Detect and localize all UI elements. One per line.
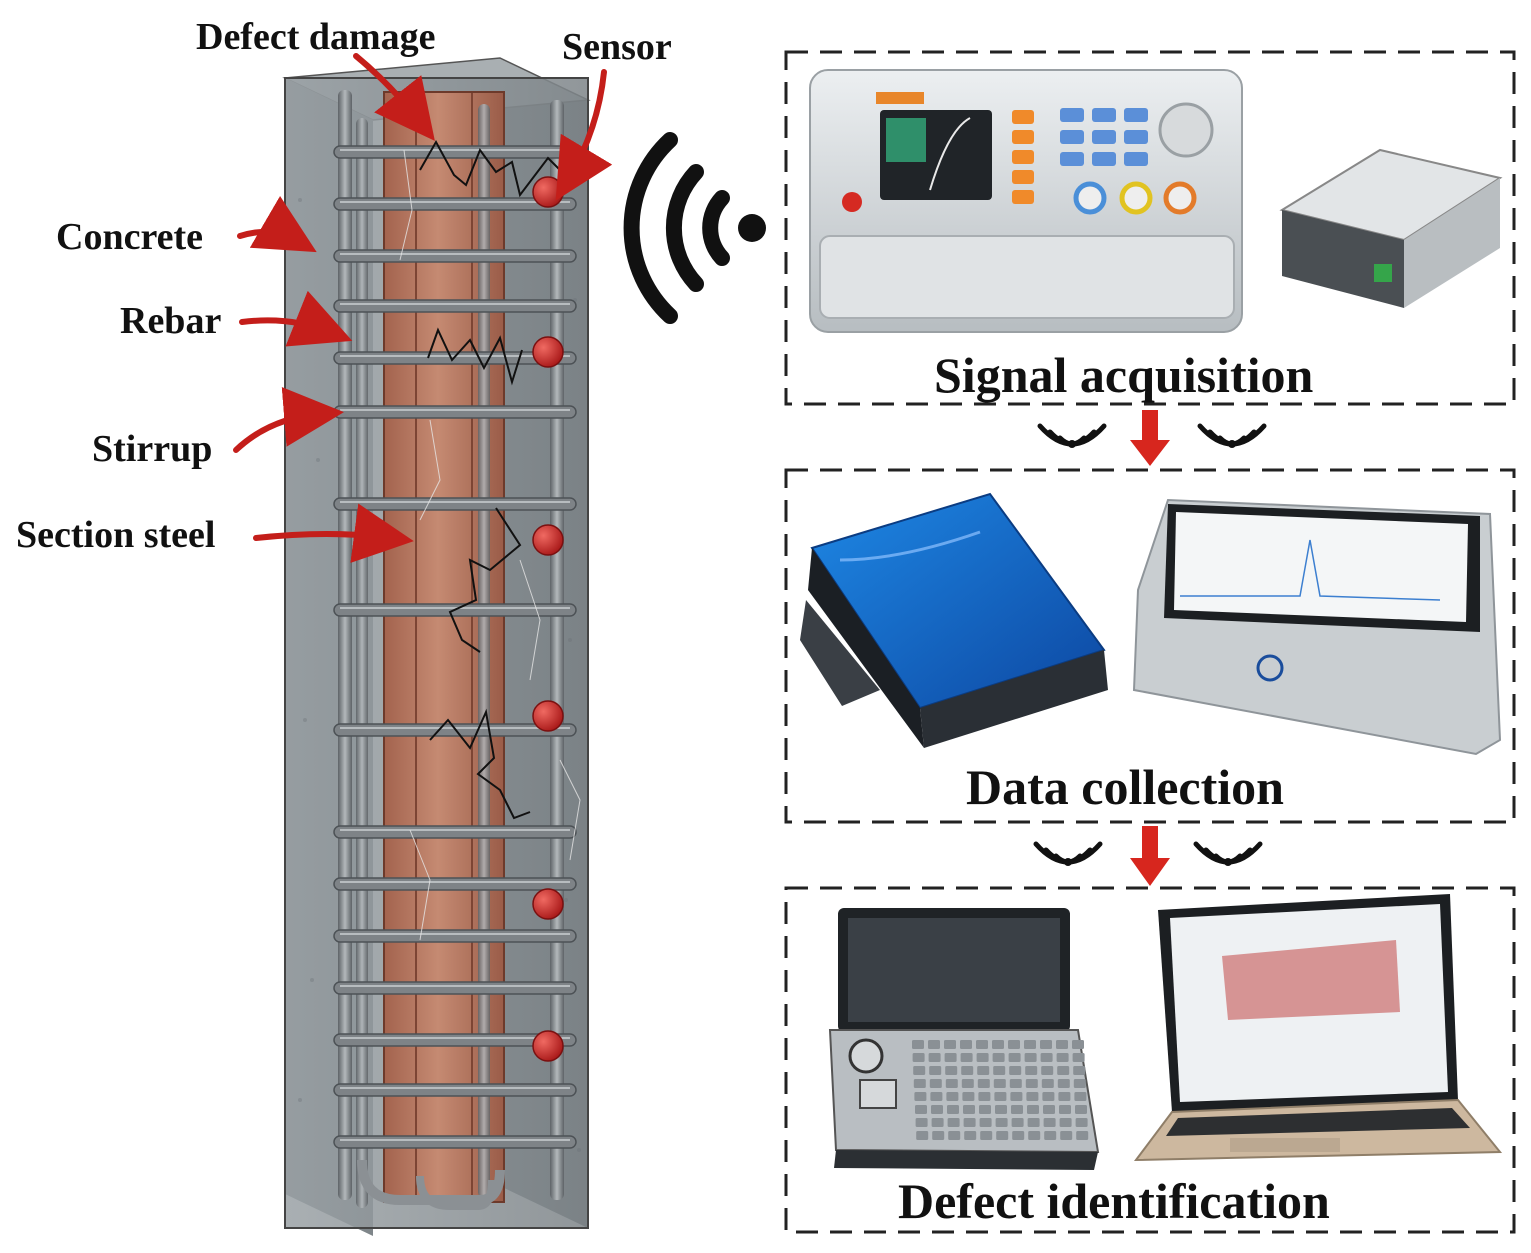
stirrup-bottom-hook [416,1175,496,1210]
stage-box-data-collection [784,468,1516,824]
red-down-arrow-icon [1130,858,1170,886]
signal-generator-device [809,69,1243,333]
red-down-arrow-icon [1130,440,1170,466]
label-sensor: Sensor [562,26,672,68]
sensor-node [532,700,564,732]
small-wireless-icons [1033,423,1267,866]
stirrup-hoop [333,1083,577,1097]
multichannel-analyzer [828,908,1100,1170]
sensors [532,176,564,1062]
label-stirrup: Stirrup [92,428,213,470]
stirrup-hoop [333,497,577,511]
label-defect-damage: Defect damage [196,16,436,58]
stirrup-hoop [333,825,577,839]
sensor-node [532,888,564,920]
stirrup-bottom-hook [357,1159,505,1205]
stirrup-hoop [333,1033,577,1047]
stirrup-hoop [333,981,577,995]
label-arrows [233,53,613,563]
signal-receiver-box [1279,148,1503,308]
sensor-node [532,176,564,208]
arrow-section-steel [253,503,414,563]
stirrup-hoop [333,145,577,159]
data-acquisition-device-blue [800,492,1108,748]
arrow-defect-damage [353,53,435,141]
arrow-concrete [237,195,317,253]
concrete-column-model [282,57,591,1236]
wireless-signal-icon [1033,841,1103,866]
flow-arrows [1130,410,1170,886]
stirrup-hoop [333,299,577,313]
label-rebar: Rebar [120,300,222,342]
wireless-signal-icon [623,132,766,324]
wireless-signal-icon [1197,423,1267,448]
arrow-sensor [555,69,613,201]
wireless-signal-icon [1037,423,1107,448]
red-down-arrow-icon [1142,410,1158,446]
sensor-node [532,524,564,556]
label-concrete: Concrete [56,216,204,258]
stage-title-data-collection: Data collection [966,759,1284,815]
concrete-outline [284,77,589,1229]
stage-title-defect-identification: Defect identification [898,1173,1330,1229]
data-collection-tablet [1132,498,1502,756]
arrow-rebar [239,290,353,347]
stage-borders [784,50,1516,1234]
sensor-node [532,1030,564,1062]
red-down-arrow-icon [1142,826,1158,864]
wireless-signal-icon [1193,841,1263,866]
stirrup-hoop [333,1135,577,1149]
arrow-stirrup [233,386,344,453]
stirrup-hoop [333,197,577,211]
stirrup-hoop [333,877,577,891]
label-section-steel: Section steel [16,514,216,556]
stirrup-hoop [333,405,577,419]
stage-box-signal-acquisition [784,50,1516,406]
stage-box-defect-identification [784,886,1516,1234]
crack-lines [419,139,561,820]
stirrup-hoop [333,249,577,263]
stage-title-signal-acquisition: Signal acquisition [934,347,1314,403]
laptop-computer [1133,894,1503,1162]
sensor-node [532,336,564,368]
hairline-cracks [399,149,581,941]
stirrup-hoop [333,929,577,943]
